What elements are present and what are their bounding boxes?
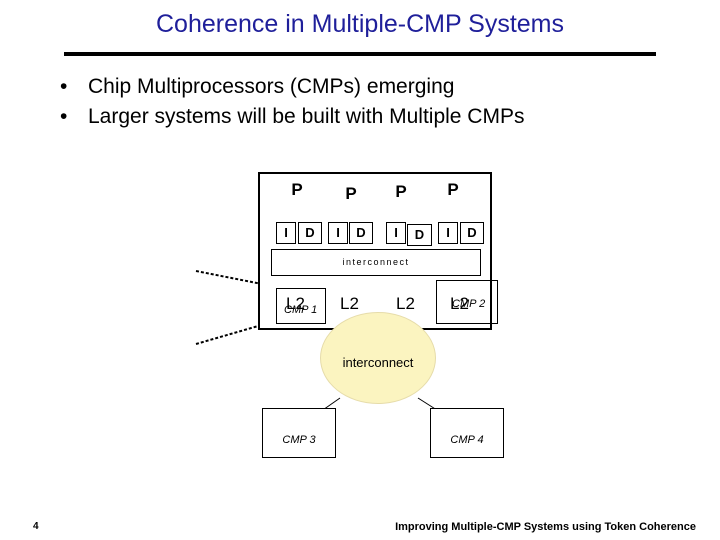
cmp2-label: CMP 2 bbox=[452, 298, 486, 310]
cmp4-box: CMP 4 bbox=[430, 408, 504, 458]
icache: I bbox=[328, 222, 348, 244]
bullet-icon: • bbox=[60, 75, 68, 98]
dcache: D bbox=[298, 222, 322, 244]
icache: I bbox=[386, 222, 406, 244]
inner-interconnect-label: interconnect bbox=[342, 257, 410, 267]
processor-label: P bbox=[345, 184, 357, 203]
cmp4-label: CMP 4 bbox=[450, 434, 484, 446]
cmp3-label: CMP 3 bbox=[282, 434, 316, 446]
dcache: D bbox=[460, 222, 484, 244]
processor-label: P bbox=[395, 182, 407, 201]
bullet-item: • Larger systems will be built with Mult… bbox=[60, 102, 524, 132]
outer-interconnect-label: interconnect bbox=[342, 355, 414, 370]
icache: I bbox=[438, 222, 458, 244]
page-number: 4 bbox=[33, 521, 39, 532]
cmp1-box bbox=[276, 288, 326, 324]
processor-label: P bbox=[447, 180, 459, 199]
dcache: D bbox=[407, 224, 432, 246]
cmp1-label: CMP 1 bbox=[284, 304, 318, 316]
bullet-item: • Chip Multiprocessors (CMPs) emerging bbox=[60, 72, 524, 102]
processor-label: P bbox=[291, 180, 303, 199]
l2-label: L2 bbox=[340, 294, 359, 313]
bullet-list: • Chip Multiprocessors (CMPs) emerging •… bbox=[60, 72, 524, 132]
cmp2-box bbox=[436, 280, 498, 324]
l2-label: L2 bbox=[396, 294, 415, 313]
bullet-icon: • bbox=[60, 105, 68, 128]
footer-text: Improving Multiple-CMP Systems using Tok… bbox=[395, 521, 696, 533]
outer-interconnect bbox=[320, 312, 436, 404]
bullet-text: Larger systems will be built with Multip… bbox=[88, 105, 525, 128]
cmp3-box: CMP 3 bbox=[262, 408, 336, 458]
icache: I bbox=[276, 222, 296, 244]
bullet-text: Chip Multiprocessors (CMPs) emerging bbox=[88, 75, 455, 98]
dcache: D bbox=[349, 222, 373, 244]
l2-label: L2 bbox=[286, 294, 305, 313]
slide-title: Coherence in Multiple-CMP Systems bbox=[155, 10, 565, 38]
l2-label: L2 bbox=[450, 294, 469, 313]
inner-interconnect: interconnect bbox=[271, 249, 481, 276]
title-rule bbox=[64, 52, 656, 56]
